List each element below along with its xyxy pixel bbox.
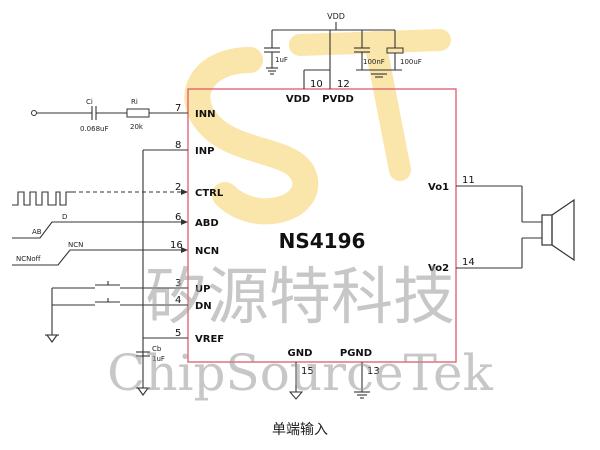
inn-input-terminal [31,110,37,116]
pin-label-up: UP [195,284,210,295]
pin-num-ncn: 16 [170,240,183,251]
pin-label-pvdd: PVDD [322,94,354,105]
pin-num-inn: 7 [175,103,181,114]
vdd-supply-label: VDD [327,12,345,21]
pin-label-inn: INN [195,109,215,120]
pin-label-abd: ABD [195,218,219,229]
ctrl-pulse-waveform [12,191,72,206]
pin-num-up: 3 [175,278,181,289]
figure-caption: 单端输入 [272,422,328,438]
pin-num-pvdd: 12 [337,79,350,90]
pin-num-vo1: 11 [462,175,475,186]
ci-value: 0.068uF [80,125,109,133]
cap-100nf-label: 100nF [363,58,385,66]
speaker-cone [551,198,575,262]
cb-value: 1uF [152,355,165,363]
chip-name: NS4196 [279,229,366,253]
pin-label-vo1: Vo1 [428,182,449,193]
resistor-ri [126,108,150,118]
pin-label-pgnd: PGND [340,348,372,359]
pin-num-pgnd: 13 [367,366,380,377]
watermark-logo [184,29,451,225]
pin-num-ctrl: 2 [175,182,181,193]
pin-num-vref: 5 [175,328,181,339]
cap-1uf-label: 1uF [275,56,288,64]
signal-ncn: NCN [68,241,83,249]
chip-body [187,88,457,363]
speaker-body [541,214,553,246]
pin-label-vo2: Vo2 [428,263,449,274]
pin-num-vo2: 14 [462,257,475,268]
pin-label-gnd: GND [288,348,313,359]
pin-label-dn: DN [195,301,212,312]
cap-100uf-label: 100uF [400,58,422,66]
pin-num-dn: 4 [175,295,181,306]
pin-num-abd: 6 [175,212,181,223]
pin-label-ncn: NCN [195,246,219,257]
ri-name: Ri [131,98,138,106]
pin-num-gnd: 15 [301,366,314,377]
ci-name: Ci [86,98,93,106]
pin-label-vdd: VDD [286,94,310,105]
pin-num-vdd: 10 [310,79,323,90]
pin-label-inp: INP [195,146,214,157]
ncn-wire [12,249,186,266]
pin-num-inp: 8 [175,140,181,151]
ri-value: 20k [130,123,144,131]
abd-wire [12,221,186,239]
pin-label-vref: VREF [195,334,224,345]
signal-ncnoff: NCNoff [16,255,41,263]
signal-d: D [62,213,67,221]
ctrl-arrow [181,189,188,195]
watermark-en: ChipSourceTek [107,344,494,402]
signal-ab: AB [32,228,42,236]
gnd-symbol [288,391,304,400]
pin-label-ctrl: CTRL [195,188,224,199]
watermark-cn: 矽源特科技 [145,260,455,333]
cb-name: Cb [152,345,162,353]
